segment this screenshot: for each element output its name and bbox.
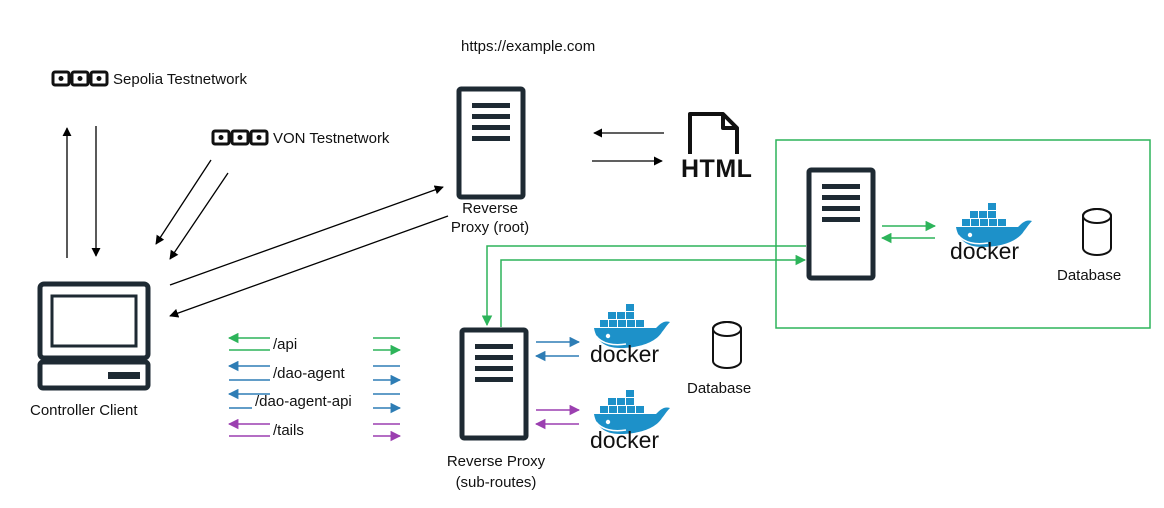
database-label-top: Database bbox=[1057, 267, 1122, 284]
html-label: HTML bbox=[681, 155, 753, 183]
arrow-von-to-controller-2 bbox=[169, 172, 229, 260]
proxy-sub-label-line1: Reverse Proxy bbox=[446, 453, 546, 470]
docker-label-top: docker bbox=[950, 238, 1020, 264]
route-arrows bbox=[227, 332, 402, 442]
green-box-server-icon bbox=[809, 170, 873, 278]
sepolia-network-label: Sepolia Testnetwork bbox=[113, 71, 247, 88]
arrow-controller-to-proxy-root bbox=[169, 185, 444, 286]
url-label: https://example.com bbox=[461, 38, 596, 55]
route-api-label: /api bbox=[273, 336, 298, 353]
von-network-label: VON Testnetwork bbox=[273, 130, 390, 147]
database-icon-bottom bbox=[712, 321, 742, 369]
arrow-green-server-to-proxy-sub bbox=[481, 245, 806, 327]
controller-client-label: Controller Client bbox=[30, 402, 138, 419]
docker-label-middle: docker bbox=[590, 341, 660, 367]
database-label-bottom: Database bbox=[687, 380, 752, 397]
route-dao-agent-api-label: /dao-agent-api bbox=[255, 393, 352, 410]
arrow-proxy-root-to-controller bbox=[169, 215, 449, 318]
html-file-icon bbox=[679, 112, 747, 182]
docker-label-bottom: docker bbox=[590, 427, 660, 453]
route-dao-agent-label: /dao-agent bbox=[273, 365, 345, 382]
proxy-sub-label-line2: (sub-routes) bbox=[455, 474, 537, 491]
proxy-root-server-icon bbox=[459, 89, 523, 197]
route-tails-label: /tails bbox=[273, 422, 304, 439]
proxy-root-label-line1: Reverse bbox=[462, 200, 518, 217]
proxy-sub-server-icon bbox=[462, 330, 526, 438]
database-icon-top bbox=[1082, 208, 1112, 256]
green-container-box bbox=[775, 139, 1151, 329]
arrow-von-to-controller-1 bbox=[155, 159, 212, 245]
controller-computer-icon bbox=[37, 281, 151, 391]
von-chain-icon bbox=[211, 129, 269, 146]
proxy-root-label-line2: Proxy (root) bbox=[450, 219, 530, 236]
arrow-proxy-sub-to-green-server bbox=[500, 254, 807, 327]
sepolia-chain-icon bbox=[51, 70, 109, 87]
